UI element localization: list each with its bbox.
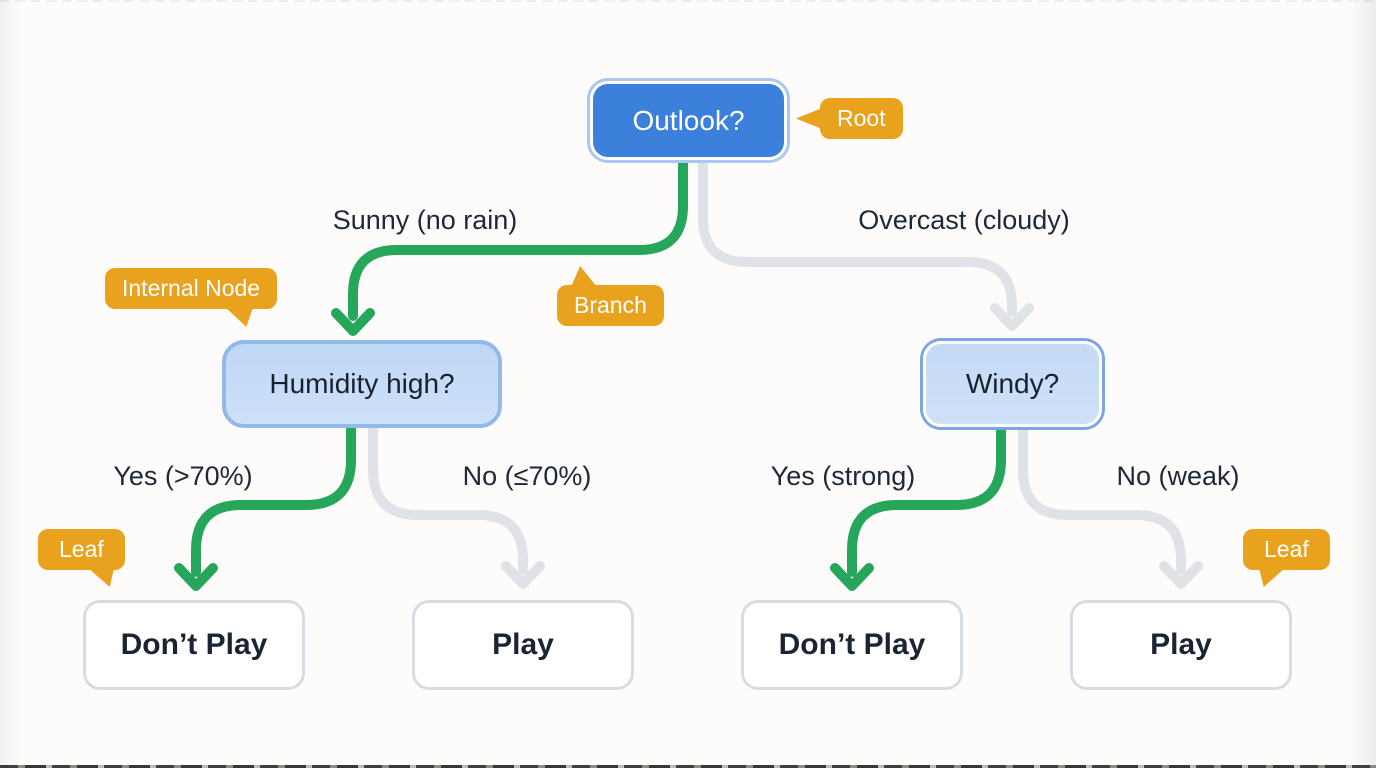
leaf-label: Play [492, 628, 554, 661]
edge-label-overcast: Overcast (cloudy) [858, 205, 1070, 235]
callout-root-label: Root [837, 105, 886, 131]
leaf-dont-play-right: Don’t Play [741, 600, 963, 690]
edge-label-sunny: Sunny (no rain) [332, 205, 518, 235]
edge-no-weak-arrowhead-icon [1159, 561, 1203, 589]
top-torn-edge [0, 0, 1376, 2]
callout-leaf-label: Leaf [59, 536, 104, 562]
callout-leaf-left: Leaf [38, 529, 125, 587]
leaf-play-right: Play [1070, 600, 1292, 690]
callout-leaf-right: Leaf [1243, 529, 1330, 587]
edge-yes-70-line [191, 424, 356, 577]
node-humidity: Humidity high? [222, 340, 502, 428]
edge-label-no-weak: No (weak) [1116, 461, 1240, 491]
edge-label-yes-70: Yes (>70%) [113, 461, 253, 491]
callout-root: Root [796, 98, 903, 139]
leaf-label: Play [1150, 628, 1212, 661]
edge-yes-strong-line [847, 424, 1006, 577]
node-humidity-label: Humidity high? [269, 368, 455, 399]
edge-sunny-line [348, 159, 688, 321]
edge-label-no-70: No (≤70%) [462, 461, 592, 491]
leaf-dont-play-left: Don’t Play [83, 600, 305, 690]
edge-label-yes-strong: Yes (strong) [770, 461, 916, 491]
edge-yes-strong-arrowhead-icon [830, 563, 874, 591]
node-windy: Windy? [923, 341, 1102, 427]
edge-no-70-line [368, 424, 528, 575]
leaf-label: Don’t Play [120, 628, 268, 661]
callout-internal-node: Internal Node [105, 268, 278, 327]
edge-overcast-arrowhead-icon [990, 303, 1034, 331]
edge-sunny-arrowhead-icon [331, 308, 375, 336]
callout-branch-label: Branch [574, 292, 647, 318]
leaf-label: Don’t Play [778, 628, 926, 661]
edge-no-70-arrowhead-icon [501, 561, 545, 589]
callout-leaf-label: Leaf [1264, 536, 1309, 562]
node-outlook-label: Outlook? [632, 104, 745, 136]
node-outlook: Outlook? [590, 81, 787, 160]
leaf-play-left: Play [412, 600, 634, 690]
edge-overcast-line [698, 159, 1017, 317]
callout-branch: Branch [557, 266, 664, 326]
callout-internal-node-label: Internal Node [122, 275, 261, 301]
edge-yes-70-arrowhead-icon [174, 563, 218, 591]
edge-no-weak-line [1018, 424, 1186, 575]
node-windy-label: Windy? [965, 368, 1060, 399]
bottom-torn-edge [0, 765, 1376, 768]
